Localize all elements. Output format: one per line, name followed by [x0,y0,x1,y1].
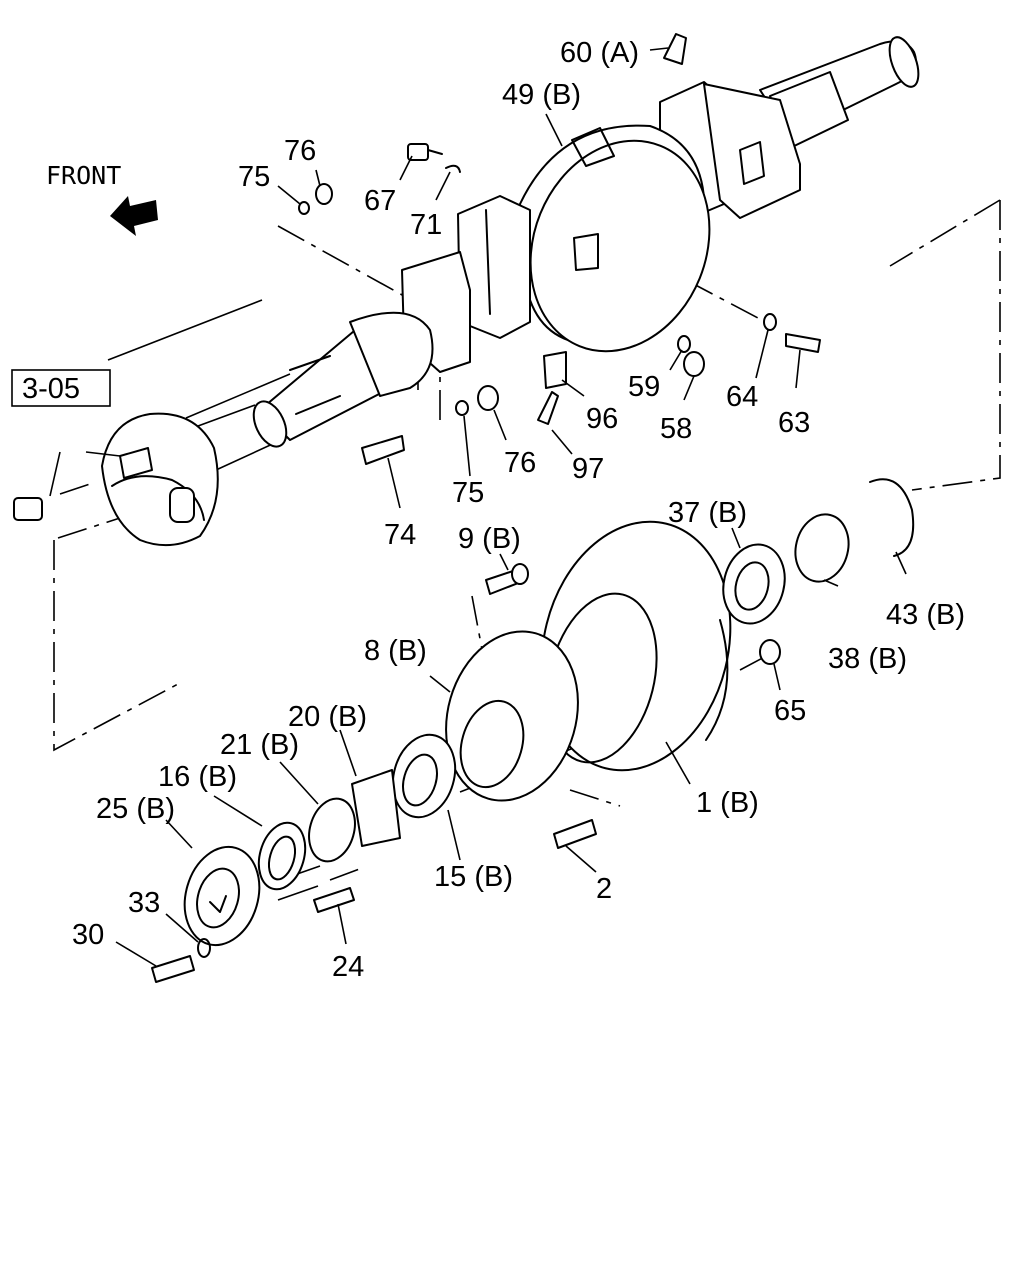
part-label-2: 2 [596,873,612,905]
part-label-9b: 9 (B) [458,523,521,555]
part-label-76-lower: 76 [504,447,536,479]
part-label-60a: 60 (A) [560,37,639,69]
hub-fasteners [151,563,781,983]
part-label-96: 96 [586,403,618,435]
part-label-76: 76 [284,135,316,167]
part-label-1b: 1 (B) [696,787,759,819]
part-label-15b: 15 (B) [434,861,513,893]
part-label-38b: 38 (B) [828,643,907,675]
front-indicator: FRONT [46,161,158,236]
ref-box-label: 3-05 [22,373,80,405]
part-label-65: 65 [774,695,806,727]
top-fasteners [13,33,821,521]
part-label-25b: 25 (B) [96,793,175,825]
front-label: FRONT [46,161,121,190]
part-label-74: 74 [384,519,416,551]
part-label-49b: 49 (B) [502,79,581,111]
hub [445,630,579,802]
part-label-21b: 21 (B) [220,729,299,761]
front-arrow-icon [110,196,158,236]
part-label-59: 59 [628,371,660,403]
ref-box: 3-05 [11,369,111,407]
brake-drum [540,520,732,772]
axle-housing [252,36,920,448]
part-label-43b: 43 (B) [886,599,965,631]
hub-cap [183,845,261,947]
part-label-33: 33 [128,887,160,919]
part-label-67: 67 [364,185,396,217]
part-label-8b: 8 (B) [364,635,427,667]
part-label-37b: 37 (B) [668,497,747,529]
part-label-58: 58 [660,413,692,445]
part-label-20b: 20 (B) [288,701,367,733]
part-label-71: 71 [410,209,442,241]
part-label-75: 75 [238,161,270,193]
part-label-75-lower: 75 [452,477,484,509]
part-label-63: 63 [778,407,810,439]
part-label-64: 64 [726,381,758,413]
part-label-16b: 16 (B) [158,761,237,793]
part-label-24: 24 [332,951,364,983]
part-label-97: 97 [572,453,604,485]
leader-lines [49,47,907,967]
part-labels: 60 (A) 49 (B) 76 75 67 71 59 64 63 58 96… [72,37,965,983]
bearings-and-seals [257,478,915,891]
brake-backing-plate [101,412,219,547]
part-label-30: 30 [72,919,104,951]
